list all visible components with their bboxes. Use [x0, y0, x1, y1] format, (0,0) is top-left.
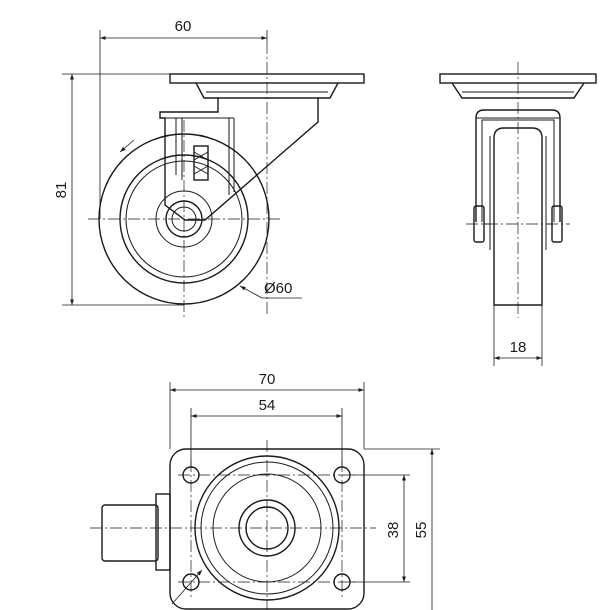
dim-side-height: 81	[53, 182, 70, 199]
dim-plate-width: 70	[259, 371, 276, 388]
dim-wheel-diameter: Ø60	[264, 280, 292, 297]
dim-hole-spacing-y: 38	[385, 522, 402, 539]
dim-hole-spacing-x: 54	[259, 397, 276, 414]
side-label-plate	[193, 145, 209, 181]
dim-wheel-width: 18	[510, 339, 527, 356]
dim-plate-height: 55	[413, 522, 430, 539]
front-wheel	[493, 127, 543, 306]
front-view: 18	[439, 62, 597, 366]
top-stem	[101, 504, 159, 562]
side-view: 60 81 Ø60	[53, 18, 365, 318]
dim-side-width: 60	[175, 18, 192, 35]
side-fork-bracket	[159, 98, 319, 221]
top-view: 70 54 38 55	[90, 371, 440, 610]
